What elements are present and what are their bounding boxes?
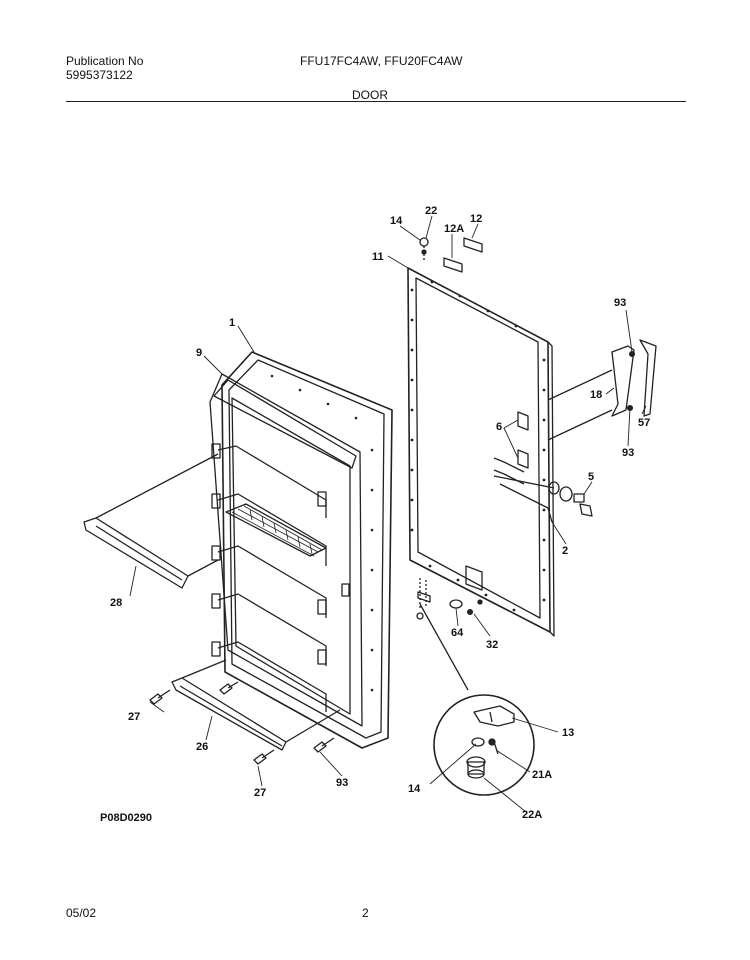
callout-1: 1 [229,317,235,329]
callout-11: 11 [372,251,384,263]
callout-leaders [129,215,647,813]
callout-14-detail: 14 [408,783,421,795]
figure-code: P08D0290 [100,812,152,824]
callout-27-bottom: 27 [254,787,266,799]
callout-labels: 1 9 11 14 22 12A 12 93 18 57 93 6 5 2 64… [110,205,650,821]
callout-57: 57 [638,417,650,429]
callout-27-left: 27 [128,711,140,723]
callout-5: 5 [588,471,594,483]
callout-22a: 22A [522,809,542,821]
callout-93-mid: 93 [622,447,634,459]
callout-18: 18 [590,389,602,401]
outer-door-panel [407,267,555,637]
callout-28: 28 [110,597,122,609]
callout-12a: 12A [444,223,464,235]
door-liner-assembly [209,351,393,749]
callout-14-top: 14 [390,215,403,227]
callout-26: 26 [196,741,208,753]
bottom-hinge-parts [416,578,483,691]
page-number: 2 [362,906,369,920]
callout-2: 2 [562,545,568,557]
publication-label: Publication No [66,54,144,68]
callout-32: 32 [486,639,498,651]
callout-22-top: 22 [425,205,437,217]
header-rule [66,101,686,102]
shelf-bar [83,453,219,589]
top-hinge-parts [419,237,483,273]
model-numbers: FFU17FC4AW, FFU20FC4AW [300,54,463,68]
callout-9: 9 [196,347,202,359]
hinge-detail-view [433,694,535,796]
screws [149,681,335,765]
callout-93-bottom: 93 [336,777,348,789]
callout-64: 64 [451,627,464,639]
callout-93-top: 93 [614,297,626,309]
callout-21a: 21A [532,769,552,781]
callout-6: 6 [496,421,502,433]
callout-13: 13 [562,727,574,739]
section-title: DOOR [352,88,388,102]
bottom-trim-bar [171,659,341,751]
publication-number: 5995373122 [66,68,133,82]
callout-12: 12 [470,213,482,225]
footer-date: 05/02 [66,906,97,920]
door-lock-parts [493,475,593,523]
